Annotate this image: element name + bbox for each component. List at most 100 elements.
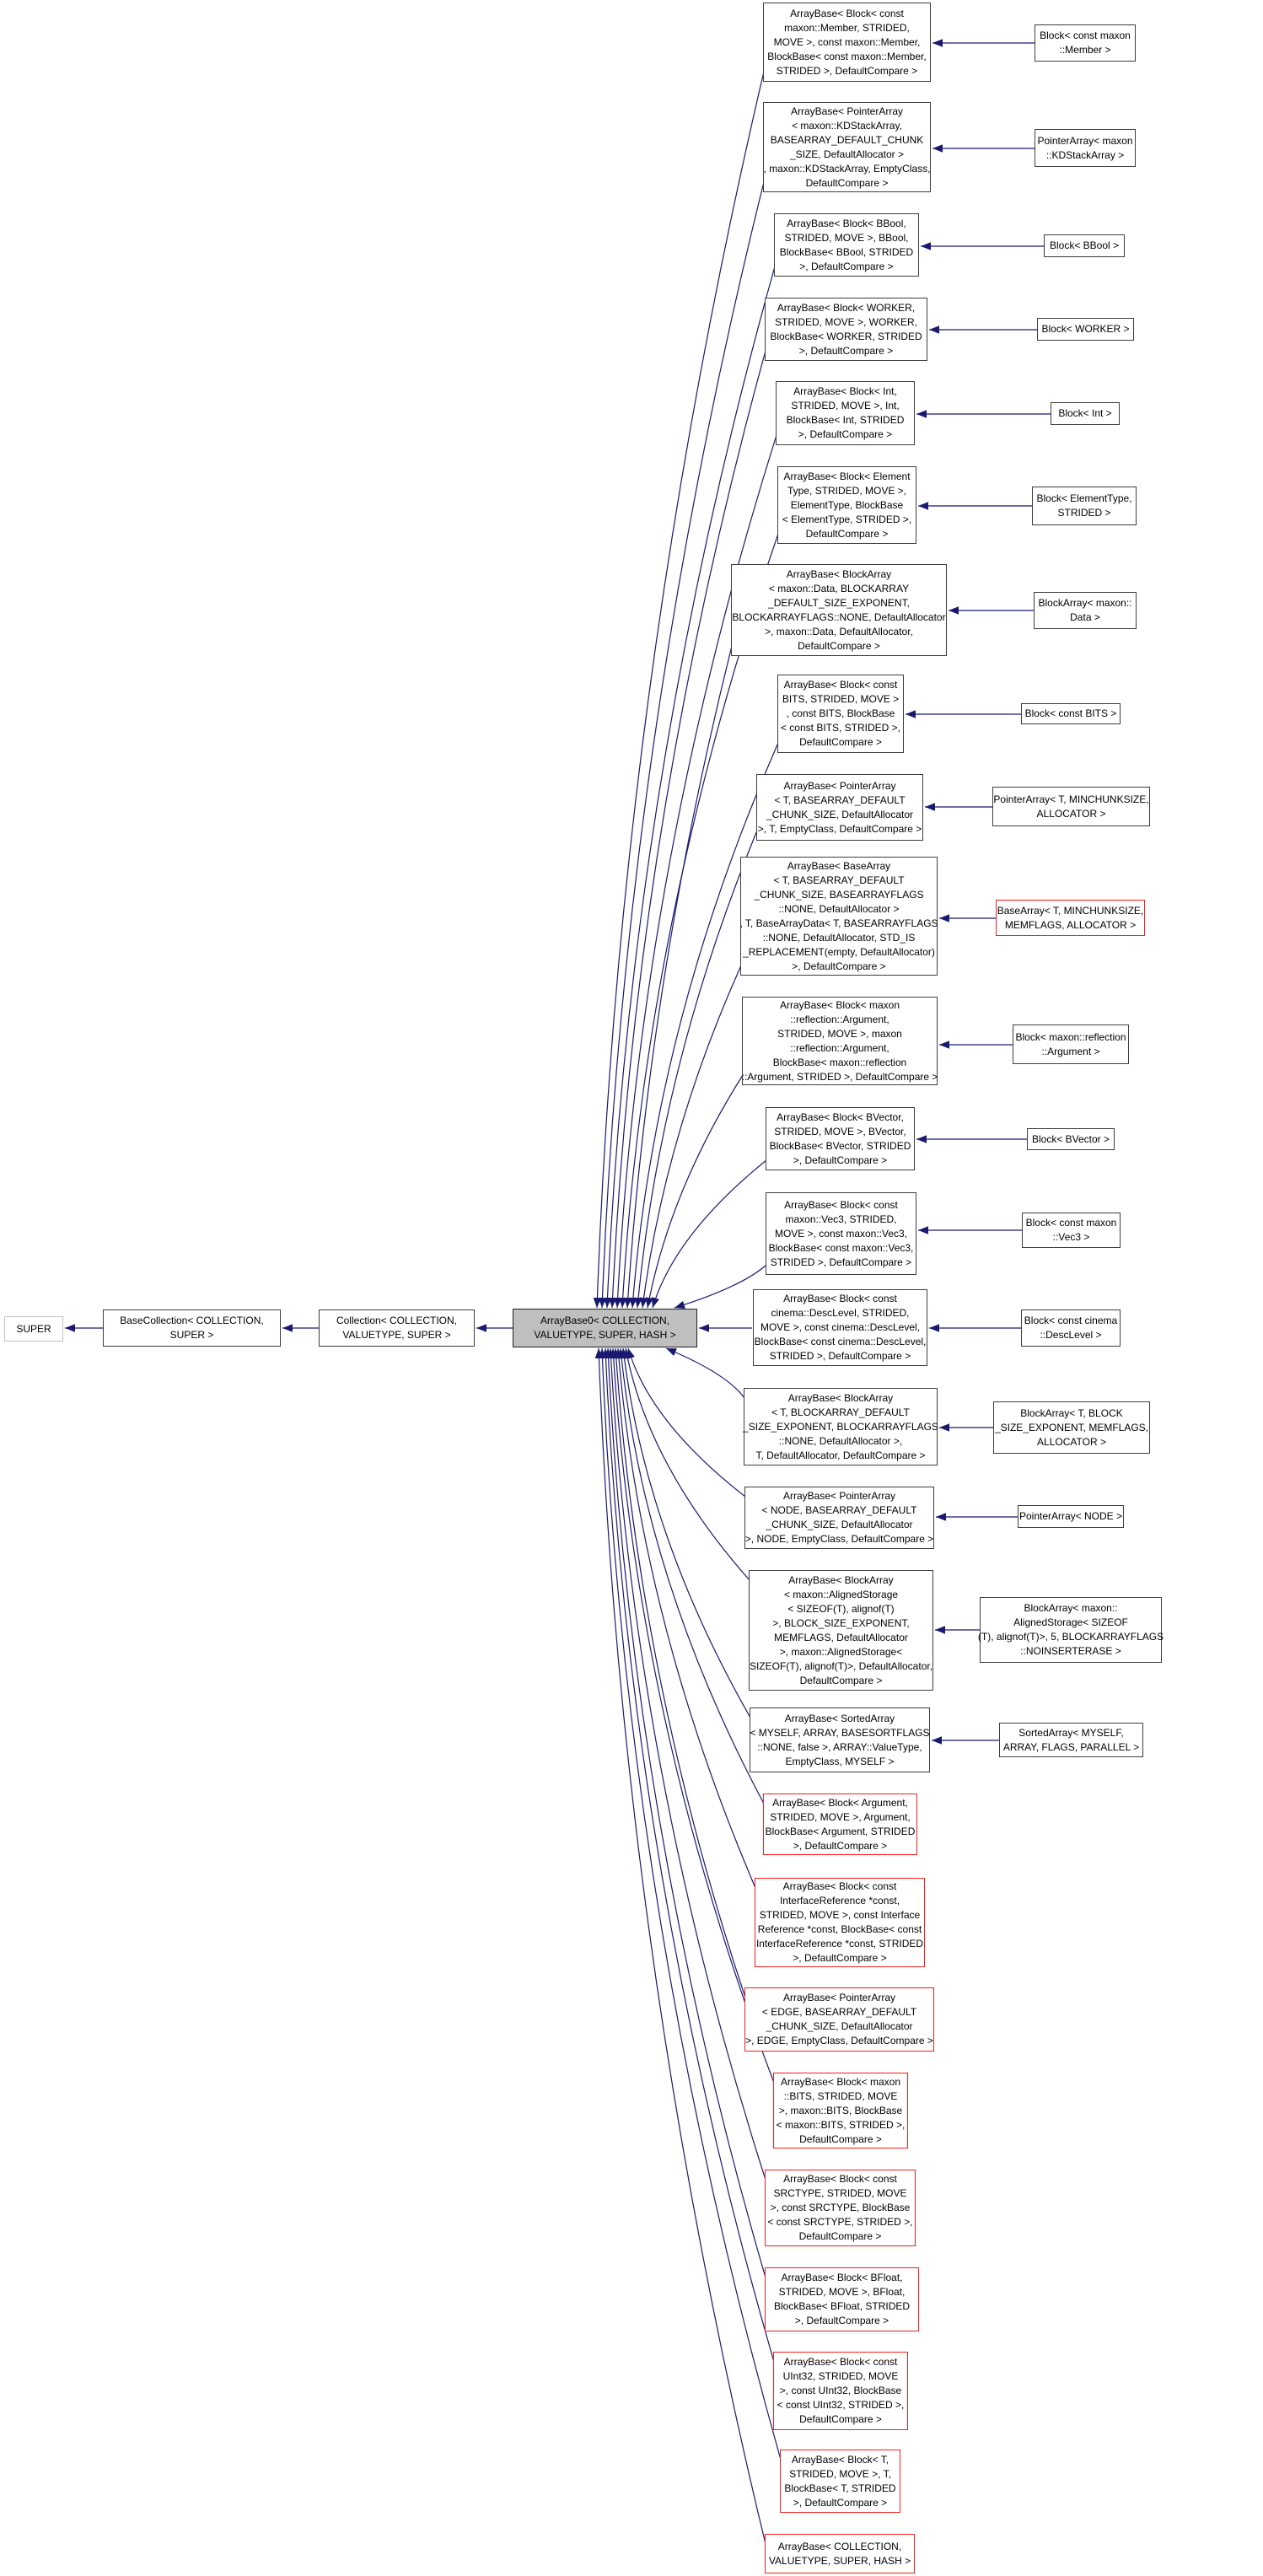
class-node-r17[interactable]: BlockArray< maxon::AlignedStorage< SIZEO… [978,1597,1164,1663]
class-node-label-line: InterfaceReference *const, STRIDED [755,1938,924,1949]
class-node-label-line: ArrayBase< BlockArray [787,1391,894,1404]
class-node-label-line: BlockBase< Int, STRIDED [786,414,905,426]
class-node-m9[interactable]: ArrayBase< PointerArray< T, BASEARRAY_DE… [756,774,923,841]
class-node-m4[interactable]: ArrayBase< Block< WORKER,STRIDED, MOVE >… [765,298,927,361]
class-node-m19[interactable]: ArrayBase< Block< Argument,STRIDED, MOVE… [763,1794,917,1855]
class-node-r8[interactable]: Block< const BITS > [1021,703,1121,724]
class-node-label-line: BlockBase< const cinema::DescLevel, [754,1336,927,1347]
class-node-r2[interactable]: PointerArray< maxon::KDStackArray > [1035,129,1136,167]
class-node-m21[interactable]: ArrayBase< PointerArray< EDGE, BASEARRAY… [744,1987,934,2052]
class-node-label-line: >, DefaultCompare > [793,2496,888,2509]
class-node-m15[interactable]: ArrayBase< BlockArray< T, BLOCKARRAY_DEF… [743,1388,938,1465]
class-node-r16[interactable]: PointerArray< NODE > [1018,1505,1124,1528]
class-node-label-line: SIZEOF(T), alignof(T)>, DefaultAllocator… [749,1659,933,1672]
class-node-label-line: ::NONE, DefaultAllocator >, [778,1434,903,1447]
class-node-m18[interactable]: ArrayBase< SortedArray< MYSELF, ARRAY, B… [750,1707,930,1772]
class-node-label-line: ArrayBase< Block< Int, [793,385,897,397]
class-node-label-line: VALUETYPE, SUPER, HASH > [534,1329,676,1341]
class-node-m16[interactable]: ArrayBase< PointerArray< NODE, BASEARRAY… [744,1487,934,1549]
class-node-label-line: Block< ElementType, [1036,492,1132,504]
class-node-r10[interactable]: BaseArray< T, MINCHUNKSIZE,MEMFLAGS, ALL… [996,900,1145,936]
class-node-label-line: ALLOCATOR > [1037,1435,1106,1448]
inheritance-edge-m9-main [634,830,758,1309]
class-node-r14[interactable]: Block< const cinema::DescLevel > [1021,1310,1121,1347]
class-node-r7[interactable]: BlockArray< maxon::Data > [1034,592,1137,629]
class-node-label-line: , const BITS, BlockBase [786,707,895,719]
class-node-m5[interactable]: ArrayBase< Block< Int,STRIDED, MOVE >, I… [776,381,915,445]
class-node-label-line: >, const SRCTYPE, BlockBase [770,2202,911,2213]
class-node-label-line: ArrayBase< Block< T, [791,2453,889,2466]
class-node-label-line: AlignedStorage< SIZEOF [1013,1616,1128,1628]
class-node-label-line: MOVE >, const cinema::DescLevel, [760,1321,921,1333]
class-node-m3[interactable]: ArrayBase< Block< BBool,STRIDED, MOVE >,… [774,213,919,277]
class-node-m22[interactable]: ArrayBase< Block< maxon::BITS, STRIDED, … [773,2073,908,2148]
class-node-label-line: ArrayBase< Block< const [782,1880,897,1892]
class-node-label-line: Block< const BITS > [1024,707,1117,719]
inheritance-edge-m16-main [626,1347,746,1498]
class-node-r15[interactable]: BlockArray< T, BLOCK_SIZE_EXPONENT, MEMF… [993,1401,1150,1454]
class-node-label-line: STRIDED, MOVE >, BBool, [784,231,909,244]
class-node-label-line: PointerArray< T, MINCHUNKSIZE, [993,793,1149,805]
inheritance-edge-m2-main [598,181,765,1309]
class-node-label-line: >, DefaultCompare > [793,1952,887,1964]
class-node-label-line: Block< Int > [1058,407,1112,419]
class-node-label-line: _CHUNK_SIZE, DefaultAllocator [766,1519,913,1530]
class-node-label-line: Block< BBool > [1049,239,1120,251]
class-node-label-line: SUPER [16,1322,51,1335]
class-node-m11[interactable]: ArrayBase< Block< maxon::reflection::Arg… [742,997,938,1085]
class-node-label-line: BaseCollection< COLLECTION, [120,1315,264,1326]
class-node-label-line: BlockBase< BBool, STRIDED [779,245,914,258]
class-node-label-line: Block< const maxon [1025,1217,1117,1229]
class-node-label-line: DefaultCompare > [805,176,889,189]
class-node-collection[interactable]: Collection< COLLECTION,VALUETYPE, SUPER … [319,1310,475,1347]
class-node-label-line: BASEARRAY_DEFAULT_CHUNK [770,133,924,146]
class-node-r5[interactable]: Block< Int > [1051,402,1120,425]
class-node-m2[interactable]: ArrayBase< PointerArray< maxon::KDStackA… [763,102,931,192]
class-node-label-line: cinema::DescLevel, STRIDED, [771,1307,910,1319]
class-node-label-line: Reference *const, BlockBase< const [757,1923,922,1935]
class-node-r18[interactable]: SortedArray< MYSELF,ARRAY, FLAGS, PARALL… [999,1723,1143,1757]
class-node-label-line: BlockBase< T, STRIDED [784,2482,896,2494]
class-node-r3[interactable]: Block< BBool > [1044,234,1125,257]
class-node-label-line: VALUETYPE, SUPER > [342,1329,451,1341]
class-node-m27[interactable]: ArrayBase< COLLECTION,VALUETYPE, SUPER, … [765,2534,915,2573]
class-node-basecollection[interactable]: BaseCollection< COLLECTION,SUPER > [103,1310,281,1347]
class-node-label-line: , maxon::KDStackArray, EmptyClass, [763,162,931,175]
class-node-label-line: < T, BASEARRAY_DEFAULT [774,793,906,806]
class-node-r4[interactable]: Block< WORKER > [1037,318,1134,341]
class-node-label-line: _SIZE_EXPONENT, MEMFLAGS, [994,1421,1149,1433]
class-node-r13[interactable]: Block< const maxon::Vec3 > [1022,1213,1121,1248]
inheritance-edge-m27-main [594,1347,766,2545]
class-node-r12[interactable]: Block< BVector > [1027,1128,1115,1150]
class-node-m7[interactable]: ArrayBase< BlockArray< maxon::Data, BLOC… [731,564,947,656]
inheritance-edge-m25-main [601,1347,775,2363]
class-node-m17[interactable]: ArrayBase< BlockArray< maxon::AlignedSto… [749,1570,933,1691]
class-node-label-line: EmptyClass, MYSELF > [785,1755,895,1767]
class-node-super[interactable]: SUPER [4,1316,63,1342]
class-node-label-line: BLOCKARRAYFLAGS::NONE, DefaultAllocator [732,610,946,623]
class-node-m26[interactable]: ArrayBase< Block< T,STRIDED, MOVE >, T,B… [780,2450,900,2513]
class-node-label-line: < SIZEOF(T), alignof(T) [787,1602,895,1615]
class-node-label-line: Data > [1070,611,1100,623]
class-node-m12[interactable]: ArrayBase< Block< BVector,STRIDED, MOVE … [766,1107,915,1170]
class-node-r11[interactable]: Block< maxon::reflection::Argument > [1013,1024,1129,1064]
class-node-m10[interactable]: ArrayBase< BaseArray< T, BASEARRAY_DEFAU… [739,857,938,976]
class-node-r6[interactable]: Block< ElementType,STRIDED > [1032,487,1137,525]
class-node-label-line: < ElementType, STRIDED >, [782,513,912,525]
class-node-label-line: Block< WORKER > [1041,323,1130,335]
class-node-r1[interactable]: Block< const maxon::Member > [1035,24,1136,62]
class-node-label-line: ::NOINSERTERASE > [1020,1645,1121,1657]
class-node-label-line: PointerArray< NODE > [1018,1510,1123,1522]
class-node-m24[interactable]: ArrayBase< Block< BFloat,STRIDED, MOVE >… [765,2267,919,2331]
class-node-label-line: ArrayBase< Block< const [783,2173,897,2185]
class-node-r9[interactable]: PointerArray< T, MINCHUNKSIZE,ALLOCATOR … [992,787,1150,826]
